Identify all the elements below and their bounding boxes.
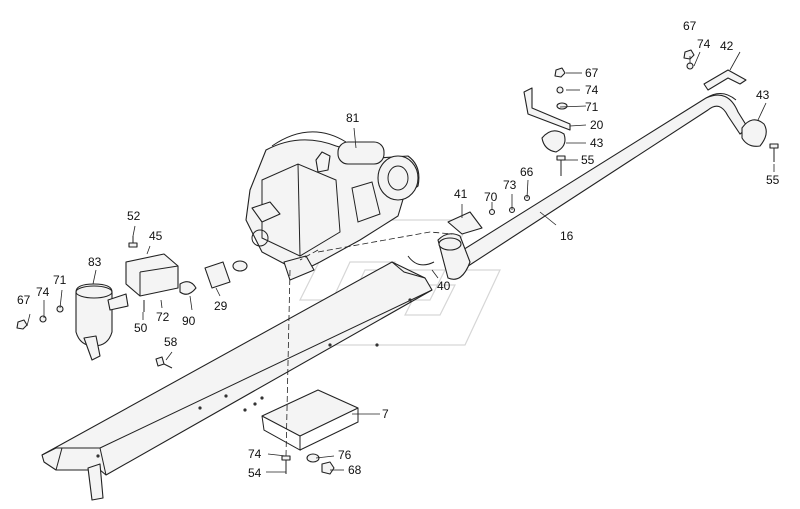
callout-81: 81: [346, 111, 360, 125]
callout-76: 76: [338, 448, 352, 462]
callout-71: 71: [585, 100, 599, 114]
callout-50: 50: [134, 321, 148, 335]
callout-40: 40: [437, 279, 451, 293]
callout-16: 16: [560, 229, 574, 243]
callout-83: 83: [88, 255, 102, 269]
callout-66: 66: [520, 165, 534, 179]
callout-70: 70: [484, 190, 498, 204]
callout-67: 67: [17, 293, 31, 307]
callout-71: 71: [53, 273, 67, 287]
callout-43: 43: [590, 136, 604, 150]
callout-7: 7: [382, 407, 389, 421]
callout-20: 20: [590, 118, 604, 132]
callout-55: 55: [766, 173, 780, 187]
callout-90: 90: [182, 314, 196, 328]
callout-74: 74: [36, 285, 50, 299]
callout-58: 58: [164, 335, 178, 349]
callout-labels: 67 74 42 43 55 67 74 71 20 43 55 81 66 7…: [17, 19, 780, 480]
callout-54: 54: [248, 466, 262, 480]
callout-74: 74: [248, 447, 262, 461]
heater-unit: [245, 131, 420, 281]
callout-41: 41: [454, 187, 468, 201]
fuel-pump: [75, 283, 129, 361]
callout-42: 42: [720, 39, 734, 53]
callout-29: 29: [214, 299, 228, 313]
callout-67: 67: [683, 19, 697, 33]
callout-55: 55: [581, 153, 595, 167]
callout-67: 67: [585, 66, 599, 80]
exhaust-pipe: [449, 93, 749, 271]
callout-74: 74: [585, 83, 599, 97]
fasteners: [16, 49, 779, 475]
upper-brackets: [523, 69, 767, 153]
callout-73: 73: [503, 178, 517, 192]
frame-rail: [41, 261, 433, 501]
callout-43: 43: [756, 88, 770, 102]
leader-lines: [26, 51, 775, 473]
callout-72: 72: [156, 310, 170, 324]
mounting-plate: [261, 389, 359, 451]
callout-45: 45: [149, 229, 163, 243]
callout-52: 52: [127, 209, 141, 223]
callout-68: 68: [348, 463, 362, 477]
bracket: [125, 253, 179, 297]
hose: [179, 260, 248, 295]
flex-pipe: [407, 211, 483, 280]
callout-74: 74: [697, 37, 711, 51]
